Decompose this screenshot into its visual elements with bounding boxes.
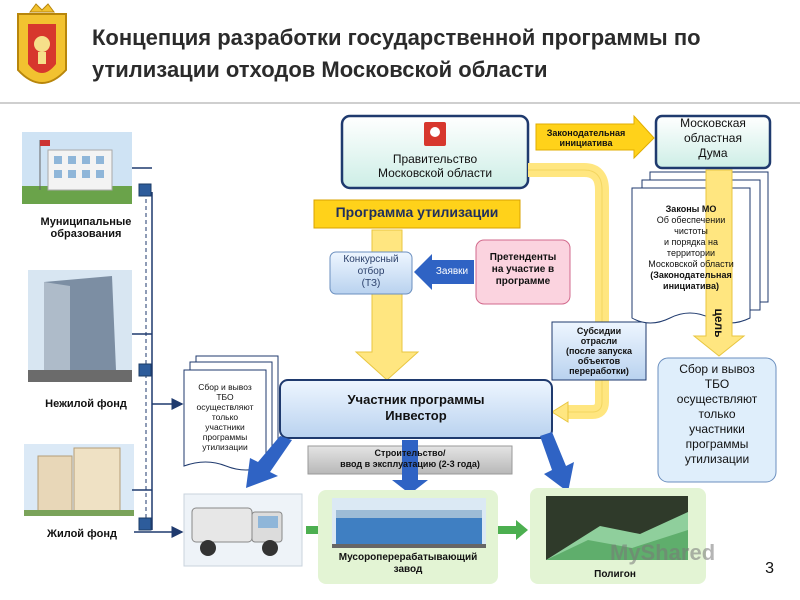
government-box [340,114,530,190]
program-bar [313,199,521,229]
subsidies-box [551,321,647,381]
nonresidential-label: Нежилой фонд [45,398,127,410]
title-line-2: утилизации отходов Московской области [92,57,548,82]
plant-label: Мусороперерабатывающий завод [338,552,478,575]
collection-goal-box [657,357,777,483]
municipal-label: Муниципальные образования [40,216,132,240]
duma-label: Московская областная Дума [680,116,746,160]
title-line-1: Концепция разработки государственной про… [92,25,701,50]
arrow-to-landfill-blue [540,432,574,492]
applications-arrow [414,254,474,290]
applicants-box [475,239,571,305]
collection-document-stack [183,355,279,471]
construction-label: Строительство/ ввод в эксплуатацию (2-3 … [340,448,480,469]
bin-icon [138,183,152,531]
subsidy-arrow-head [551,401,569,423]
coat-of-arms-icon [17,3,67,84]
applications-label: Заявки [435,266,469,277]
arrow-to-truck-blue [246,436,292,488]
arrow-plant-to-landfill [496,520,528,540]
arrow-to-plant-blue [392,440,428,494]
participant-label: Участник программы Инвестор [347,392,485,423]
duma-box [654,114,772,170]
tender-box [329,251,413,295]
page-title: Концепция разработки государственной про… [92,22,782,86]
watermark-text: MyShared [610,540,716,565]
collection-doc-label: Сбор и вывоз ТБО осуществляют только уча… [196,382,254,452]
municipal-building-image [22,132,132,204]
residential-label: Жилой фонд [47,528,117,540]
garbage-truck-image [183,493,303,567]
government-label: Правительство Московской области [377,152,493,180]
landfill-image [546,496,688,560]
goal-label: цель [712,308,726,338]
recycling-plant-image [332,498,486,548]
collection-goal-label: Сбор и вывоз ТБО осуществляют только уча… [676,362,758,466]
goal-arrow [692,169,746,357]
program-down-arrow [354,229,420,381]
applicants-label: Претенденты на участие в программе [489,252,557,287]
residential-building-image [24,444,134,516]
legislative-initiative-arrow [535,114,655,160]
legislative-initiative-label: Законодательная инициатива [546,128,626,148]
laws-label: Законы МО Об обеспечении чистоты и поряд… [648,204,734,291]
participant-box [279,379,553,439]
tender-label: Конкурсный отбор (ТЗ) [343,254,399,289]
landfill-label: Полигон [594,569,636,580]
page-number: 3 [765,560,774,577]
subsidies-label: Субсидии отрасли (после запуска объектов… [565,326,632,376]
nonresidential-building-image [28,270,132,382]
program-label: Программа утилизации [335,204,499,220]
moscow-region-emblem-icon [424,122,446,146]
